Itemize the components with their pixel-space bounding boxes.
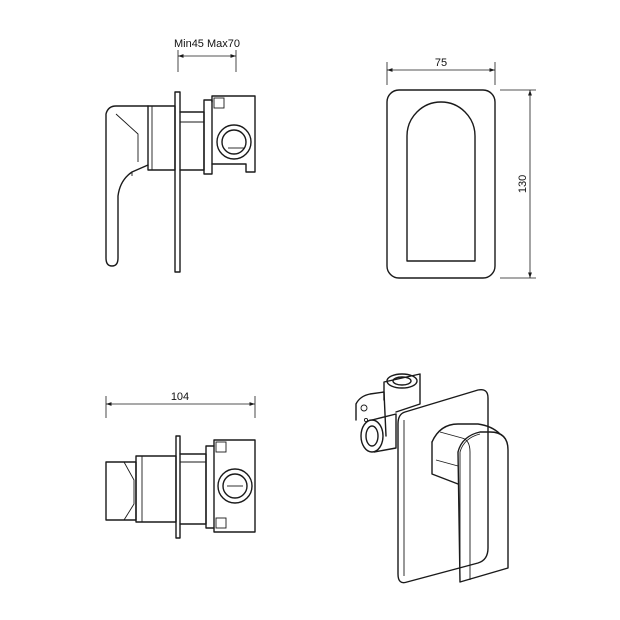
side-view: Min45 Max70 bbox=[105, 38, 256, 273]
top-view: 104 bbox=[105, 391, 256, 539]
wall-range-dimension: Min45 Max70 bbox=[174, 38, 240, 72]
handle-top bbox=[105, 461, 137, 521]
body-depth-label: 104 bbox=[171, 391, 189, 403]
iso-valve-body bbox=[383, 373, 421, 413]
body-depth-dimension: 104 bbox=[105, 391, 256, 418]
valve-top bbox=[213, 439, 256, 533]
handle-opening bbox=[406, 101, 476, 262]
plate-width-label: 75 bbox=[435, 57, 447, 69]
wall-plate-top bbox=[175, 435, 181, 539]
valve-connector bbox=[211, 95, 256, 173]
wall-range-label: Min45 Max70 bbox=[174, 38, 240, 50]
plate-height-label: 130 bbox=[517, 175, 529, 193]
wall-plate-front bbox=[386, 89, 496, 279]
plate-width-dimension: 75 bbox=[386, 57, 496, 85]
wall-plate bbox=[174, 91, 181, 273]
iso-wall-plate bbox=[397, 388, 489, 584]
front-view: 75 130 bbox=[386, 57, 536, 279]
iso-lever-handle bbox=[457, 431, 509, 583]
valve-housing bbox=[203, 99, 213, 175]
plate-height-dimension: 130 bbox=[500, 89, 536, 279]
isometric-view bbox=[355, 373, 509, 584]
lever-handle bbox=[105, 105, 149, 267]
